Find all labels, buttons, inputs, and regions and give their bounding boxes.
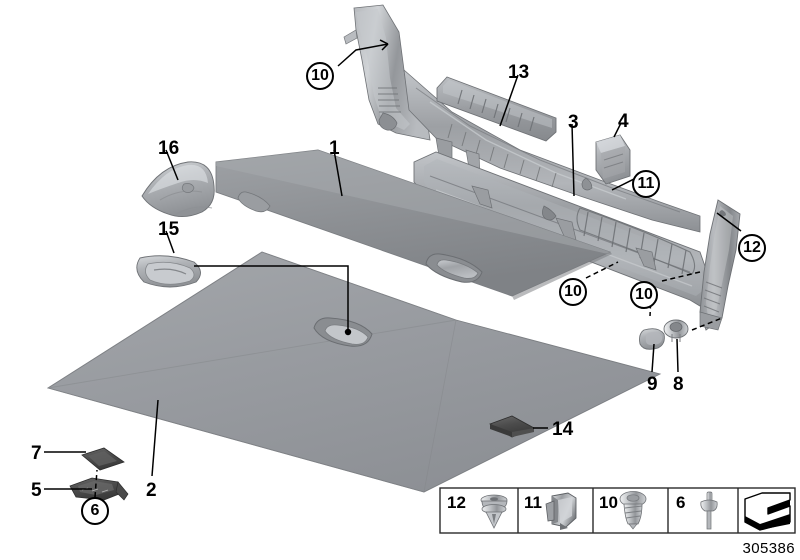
circled-callout-10-c-pillar: 10 bbox=[306, 62, 334, 90]
part-cargo-floor-upper-panel bbox=[215, 149, 612, 398]
direction-arrow-icon bbox=[744, 492, 791, 531]
part-trim-end-cap bbox=[595, 134, 631, 185]
callout-4: 4 bbox=[618, 111, 629, 132]
callout-5: 5 bbox=[31, 480, 42, 501]
callout-15: 15 bbox=[158, 219, 180, 240]
circled-callout-10-sill-left: 10 bbox=[559, 278, 587, 306]
push-rivet-icon bbox=[480, 494, 508, 529]
panel-screw-icon bbox=[619, 491, 647, 530]
circled-callout-6-rivet: 6 bbox=[81, 497, 109, 525]
callout-14: 14 bbox=[552, 419, 574, 440]
callout-16: 16 bbox=[158, 138, 180, 159]
blind-rivet-icon bbox=[700, 491, 718, 530]
part-recessed-handle-trim bbox=[136, 255, 201, 288]
legend-number-12: 12 bbox=[447, 493, 466, 512]
legend-number-11: 11 bbox=[524, 493, 542, 512]
callout-13: 13 bbox=[508, 62, 530, 83]
circled-callout-11-sill: 11 bbox=[632, 170, 660, 198]
callout-1: 1 bbox=[329, 138, 340, 159]
legend-number-10: 10 bbox=[599, 493, 618, 512]
circled-callout-10-sill-right: 10 bbox=[630, 281, 658, 309]
spring-clip-icon bbox=[545, 492, 577, 530]
legend-number-6: 6 bbox=[676, 493, 686, 512]
part-mounting-bracket bbox=[69, 477, 129, 501]
part-c-pillar-trim-cap bbox=[141, 161, 215, 217]
part-rubber-stop bbox=[639, 328, 665, 350]
part-loading-sill-cover-strip bbox=[436, 76, 557, 142]
callout-8: 8 bbox=[673, 374, 684, 395]
part-d-pillar-trim bbox=[699, 199, 741, 331]
part-washer-grommet bbox=[663, 319, 689, 342]
drawing-number: 305386 bbox=[742, 540, 795, 557]
part-reinforcement-plate bbox=[81, 447, 125, 471]
part-rear-sill-trim-panel bbox=[413, 151, 715, 307]
callout-2: 2 bbox=[146, 480, 157, 501]
circled-callout-12-d-pillar: 12 bbox=[738, 234, 766, 262]
callout-3: 3 bbox=[568, 112, 579, 133]
callout-7: 7 bbox=[31, 443, 42, 464]
callout-9: 9 bbox=[647, 374, 658, 395]
